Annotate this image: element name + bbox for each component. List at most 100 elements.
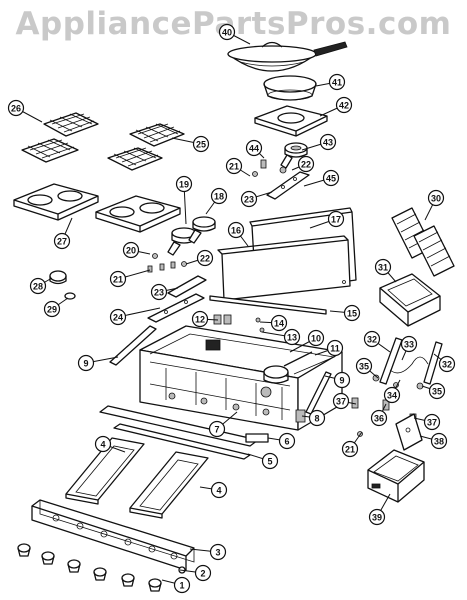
- callout-circle-41: [328, 73, 346, 91]
- callout-number: 36: [374, 414, 384, 424]
- callout-circle-16: [227, 221, 245, 239]
- callout-number: 9: [339, 376, 344, 386]
- callout-number: 18: [214, 192, 224, 202]
- callout-circle-23: [240, 190, 258, 208]
- callout-circle-21: [225, 157, 243, 175]
- callout-circle-18: [210, 187, 228, 205]
- control-panel: [31, 499, 195, 571]
- burner-top-left: [13, 183, 99, 221]
- callout-number: 35: [359, 362, 369, 372]
- callout-number: 26: [11, 104, 21, 114]
- callout-number: 31: [378, 263, 388, 273]
- callout-number: 23: [154, 288, 164, 298]
- grill-grates: [391, 207, 455, 277]
- callout-number: 35: [432, 387, 442, 397]
- callout-number: 23: [244, 195, 254, 205]
- callout-circle-21: [341, 440, 359, 458]
- callout-circle-39: [368, 508, 386, 526]
- callout-circle-9: [77, 354, 95, 372]
- callout-number: 3: [215, 548, 220, 558]
- callout-number: 17: [331, 215, 341, 225]
- callout-number: 40: [222, 28, 232, 38]
- callout-number: 12: [195, 315, 205, 325]
- grill-pan: [379, 273, 441, 327]
- callout-circle-24: [109, 308, 127, 326]
- callout-circle-23: [150, 283, 168, 301]
- callout-circle-25: [192, 135, 210, 153]
- drip-trays: [65, 437, 209, 519]
- callout-number: 11: [330, 344, 340, 354]
- callout-number: 25: [196, 140, 206, 150]
- callout-number: 7: [214, 425, 219, 435]
- callout-number: 27: [57, 237, 67, 247]
- callout-circle-13: [283, 328, 301, 346]
- wok: [227, 41, 348, 72]
- callout-number: 37: [336, 397, 346, 407]
- callout-circle-33: [400, 335, 418, 353]
- callout-circle-15: [343, 304, 361, 322]
- callout-circle-7: [208, 420, 226, 438]
- callout-circle-26: [7, 99, 25, 117]
- callout-circle-4: [94, 435, 112, 453]
- callout-number: 45: [326, 174, 336, 184]
- callout-circle-37: [423, 413, 441, 431]
- callout-circle-37: [332, 392, 350, 410]
- callout-circle-20: [122, 241, 140, 259]
- callout-circle-5: [261, 452, 279, 470]
- callout-layer: 1234456789910111213141516171819202121212…: [7, 23, 456, 594]
- callout-circle-10: [307, 329, 325, 347]
- callout-circle-2: [194, 564, 212, 582]
- callout-number: 2: [200, 569, 205, 579]
- grate-set-right: [107, 123, 185, 171]
- callout-number: 42: [339, 101, 349, 111]
- support-bracket: [147, 293, 205, 323]
- callout-circle-35: [355, 357, 373, 375]
- callout-number: 29: [47, 305, 57, 315]
- callout-circle-32: [363, 330, 381, 348]
- callout-number: 30: [431, 194, 441, 204]
- grate-set-left: [21, 112, 99, 163]
- control-knob-loose: [49, 270, 76, 300]
- callout-number: 8: [314, 414, 319, 424]
- callout-circle-35: [428, 382, 446, 400]
- callout-circle-28: [29, 277, 47, 295]
- callout-number: 21: [345, 445, 355, 455]
- callout-number: 19: [179, 180, 189, 190]
- callout-number: 43: [323, 138, 333, 148]
- callout-circle-42: [335, 96, 353, 114]
- callout-circle-43: [319, 133, 337, 151]
- grease-drawer: [367, 449, 425, 503]
- burner-bracket-left: [167, 275, 207, 298]
- callout-number: 21: [113, 275, 123, 285]
- burner-bracket: [266, 171, 310, 200]
- callout-circle-38: [430, 432, 448, 450]
- orifice: [260, 159, 267, 169]
- callout-circle-27: [53, 232, 71, 250]
- callout-number: 44: [249, 144, 259, 154]
- callout-number: 4: [100, 440, 105, 450]
- back-panels: [217, 207, 357, 301]
- callout-number: 5: [267, 457, 272, 467]
- callout-circle-29: [43, 300, 61, 318]
- callout-number: 10: [311, 334, 321, 344]
- callout-number: 22: [200, 254, 210, 264]
- burner-top-right: [95, 195, 181, 233]
- regulator: [260, 351, 313, 398]
- control-knobs: [17, 543, 186, 592]
- callout-number: 6: [284, 437, 289, 447]
- callout-circle-44: [245, 139, 263, 157]
- callout-circle-21: [109, 270, 127, 288]
- callout-circle-32: [438, 355, 456, 373]
- callout-number: 16: [231, 226, 241, 236]
- callout-number: 32: [442, 360, 452, 370]
- open-burners: [167, 216, 216, 256]
- callout-number: 41: [332, 78, 342, 88]
- callout-number: 32: [367, 335, 377, 345]
- callout-number: 14: [274, 319, 284, 329]
- callout-number: 28: [33, 282, 43, 292]
- callout-number: 9: [83, 359, 88, 369]
- callout-circle-9: [333, 371, 351, 389]
- callout-circle-1: [173, 576, 191, 594]
- small-panel: [245, 433, 269, 443]
